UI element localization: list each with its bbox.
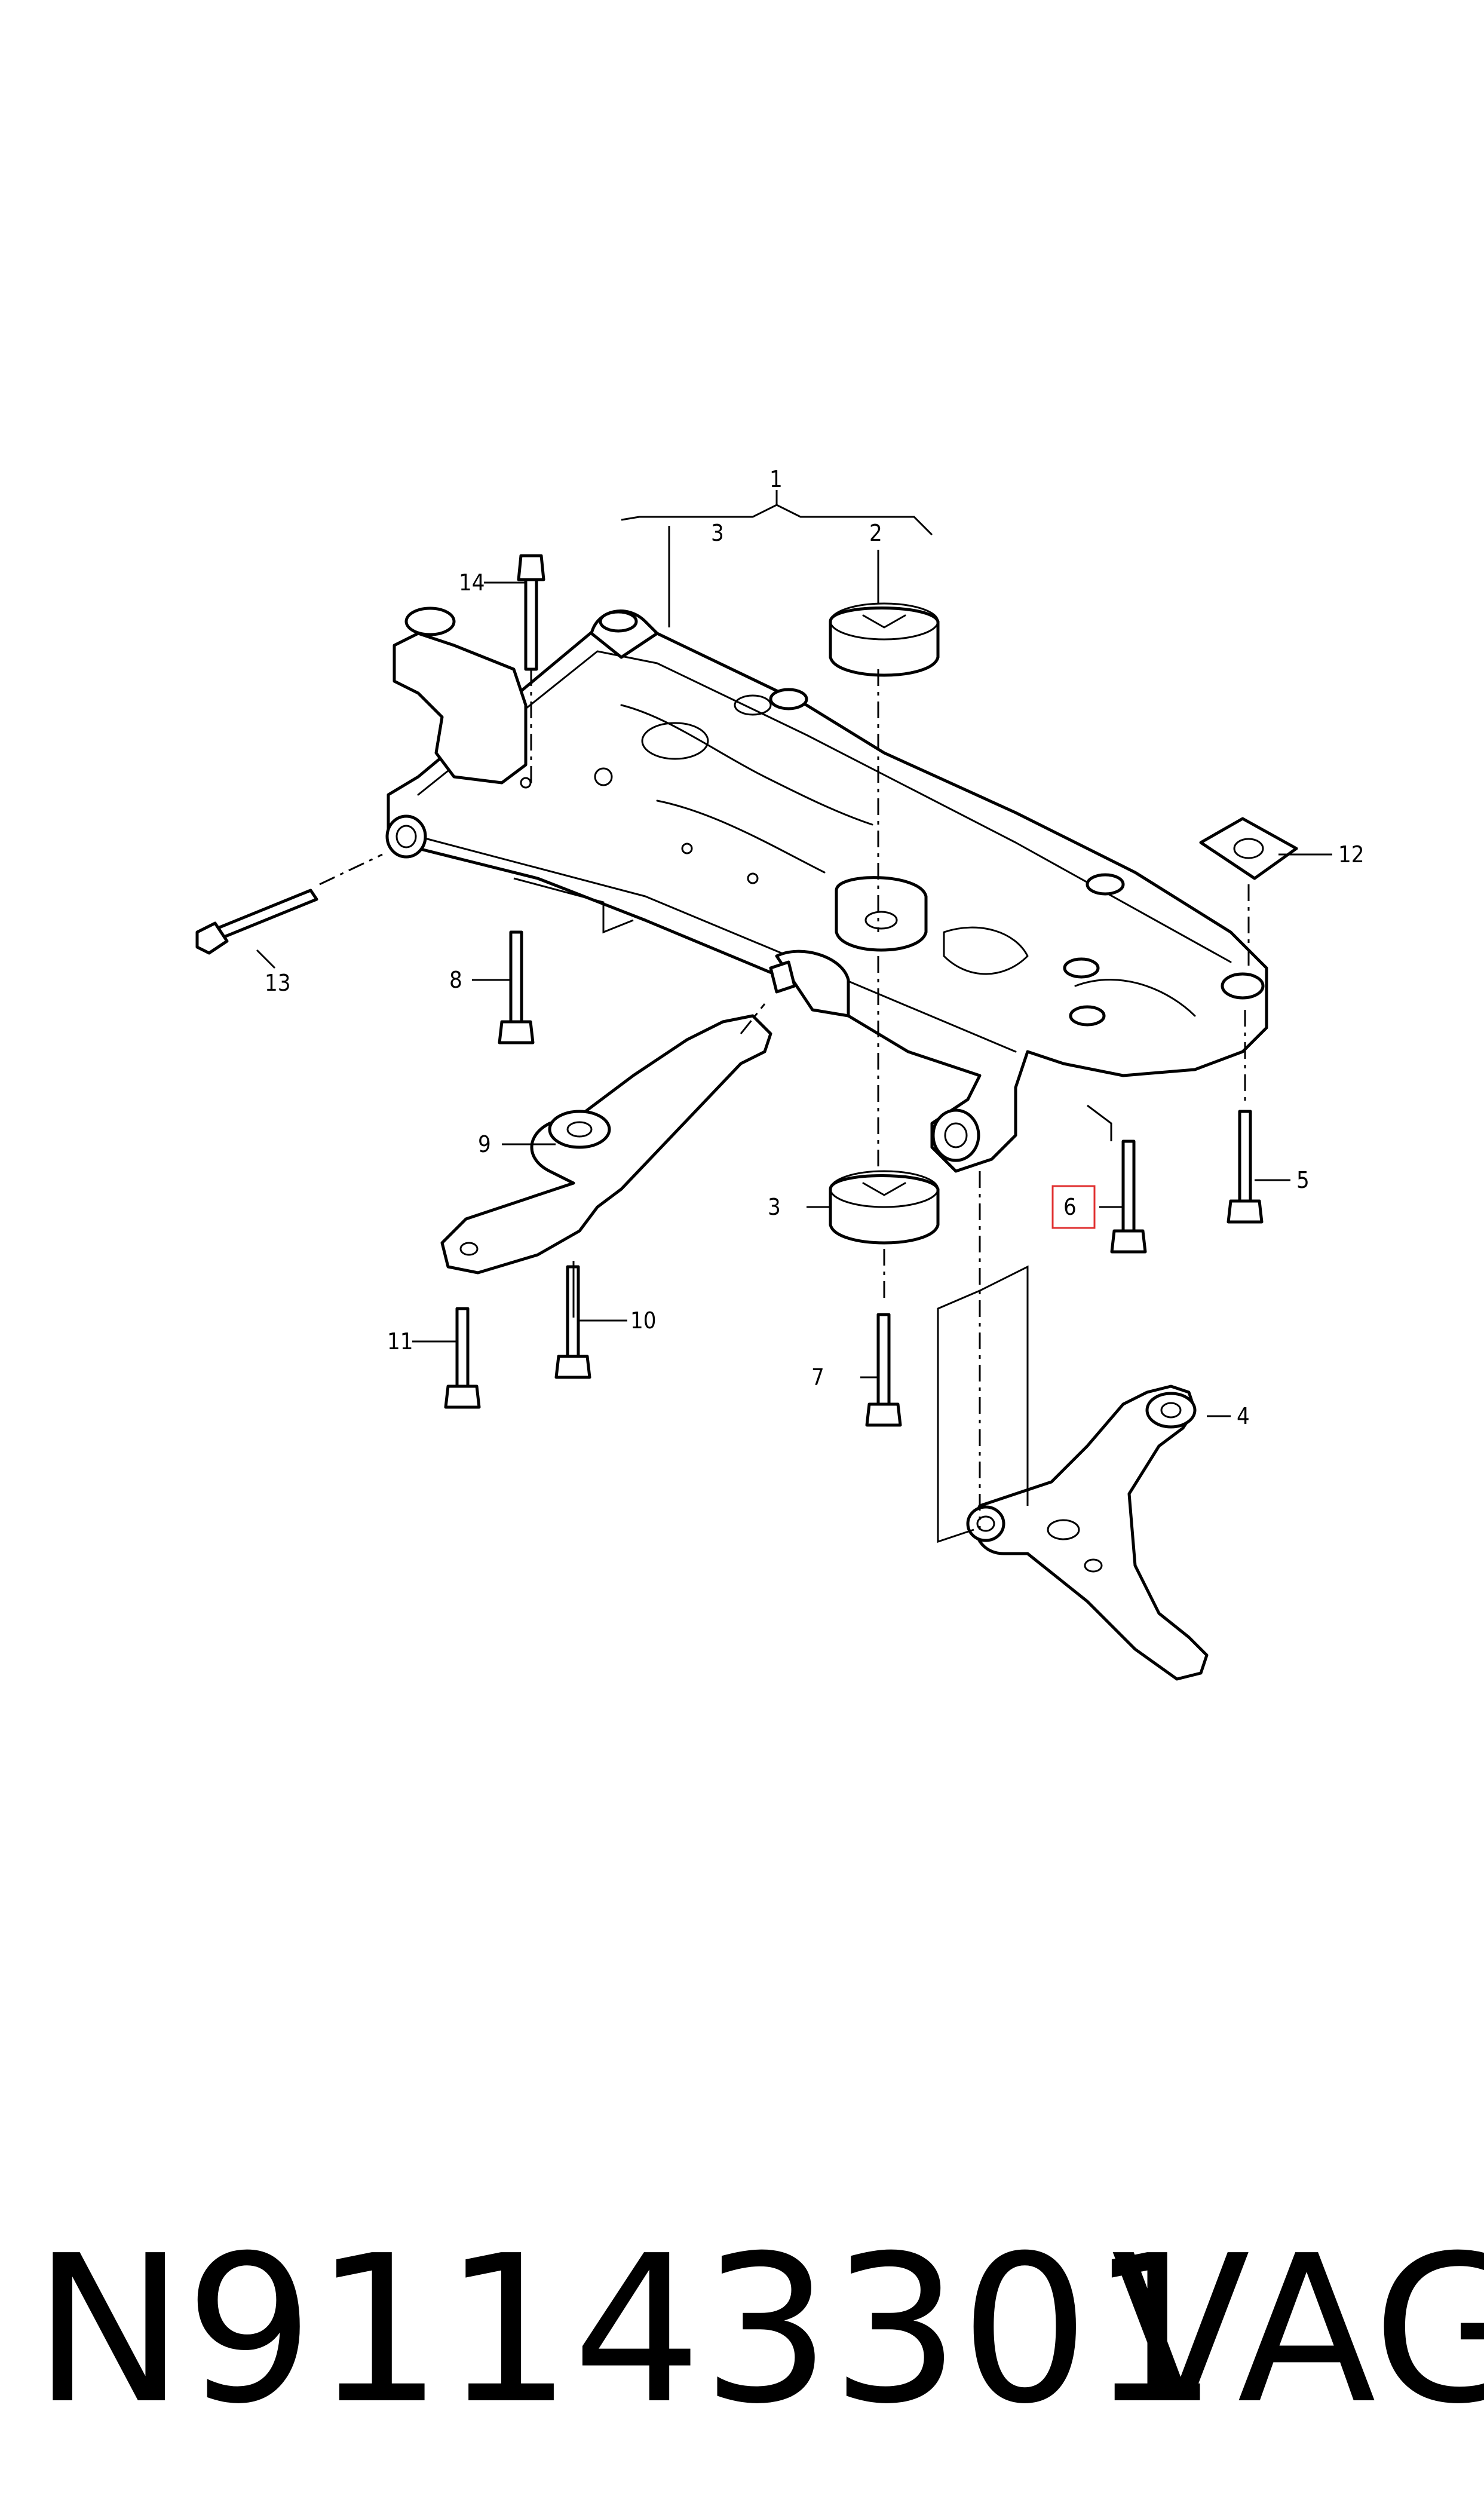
subframe (385, 606, 1268, 1173)
bolt-11 (444, 1307, 481, 1409)
wishbone-4 (966, 1384, 1209, 1681)
callout-14: 14 (459, 569, 485, 596)
callout-13: 13 (265, 970, 291, 996)
callout-labels: 1 2 3 3 4 5 6 7 8 9 10 11 12 13 14 (265, 466, 1365, 1429)
callout-2: 2 (869, 520, 882, 546)
callout-4: 4 (1237, 1403, 1250, 1429)
callout-1: 1 (769, 466, 783, 492)
bolt-5 (1227, 1110, 1264, 1224)
callout-9: 9 (478, 1131, 491, 1157)
diamond-plate-12 (1199, 817, 1298, 880)
callout-5: 5 (1296, 1167, 1310, 1193)
rubber-mount-3 (829, 1170, 940, 1245)
assembly-lines (319, 669, 1250, 1543)
callout-8: 8 (449, 967, 462, 993)
bolt-14 (517, 554, 545, 671)
callout-10: 10 (630, 1307, 657, 1334)
exploded-parts-diagram: 1 2 3 3 4 5 6 7 8 9 10 11 12 13 14 (195, 466, 1365, 1681)
callout-11: 11 (387, 1328, 413, 1355)
callout-3-top: 3 (711, 520, 724, 546)
part-number: N91143301 (33, 2212, 1219, 2449)
rubber-mount-2 (829, 602, 940, 677)
bolt-6 (1110, 1139, 1147, 1254)
bolt-7 (865, 1313, 902, 1427)
leader-lines (256, 526, 1332, 1417)
callout-7: 7 (811, 1364, 824, 1390)
callout-3-lower: 3 (768, 1194, 781, 1220)
bolt-13 (195, 889, 318, 955)
callout-1-bracket (621, 504, 933, 536)
brand-name: VAG (1111, 2212, 1484, 2449)
bolt-8 (498, 930, 535, 1044)
callout-12: 12 (1338, 841, 1365, 868)
callout-6-highlight (1051, 1185, 1096, 1229)
callout-6: 6 (1063, 1194, 1077, 1220)
torque-support-9 (440, 1014, 772, 1275)
